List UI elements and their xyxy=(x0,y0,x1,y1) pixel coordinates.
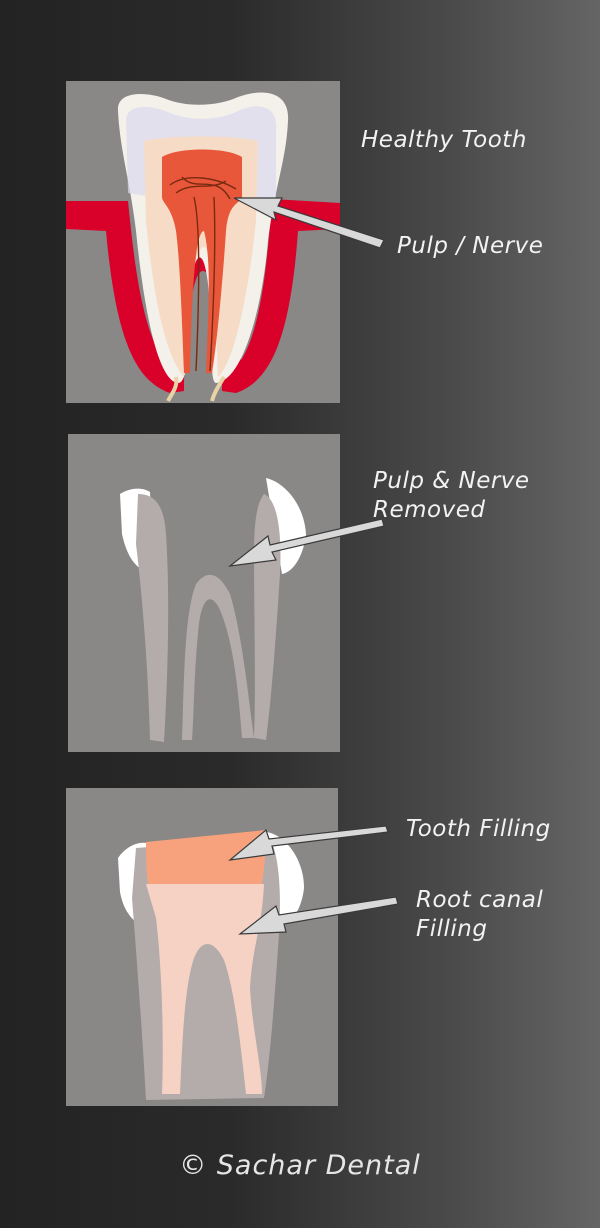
arrow-canal-filling-icon xyxy=(238,896,399,935)
nerve-end-left xyxy=(166,376,179,402)
arrow-pulp-icon xyxy=(233,197,385,249)
label-healthy-tooth: Healthy Tooth xyxy=(361,127,527,153)
filled-tooth-illustration xyxy=(118,830,304,1100)
pulp xyxy=(162,149,242,373)
arrow-tooth-filling-icon xyxy=(228,825,389,861)
nerve-fibers xyxy=(169,176,237,372)
copyright-text: © Sachar Dental xyxy=(179,1150,421,1181)
label-root-canal-filling: Root canal Filling xyxy=(416,887,544,942)
dentin-left xyxy=(136,494,169,742)
enamel-right xyxy=(266,478,306,574)
nerve-end-right xyxy=(210,375,226,402)
label-pulp-nerve: Pulp / Nerve xyxy=(397,233,544,259)
tooth-filling xyxy=(146,830,266,884)
filled-tooth-panel xyxy=(66,788,338,1106)
gum xyxy=(66,201,184,393)
gum-right xyxy=(222,199,340,393)
root-canal-filling xyxy=(146,884,264,1094)
arrow-removed-icon xyxy=(227,518,385,567)
healthy-tooth-illustration xyxy=(66,92,340,402)
label-tooth-filling: Tooth Filling xyxy=(406,816,551,842)
label-pulp-removed: Pulp & Nerve Removed xyxy=(373,468,530,523)
dentin-center xyxy=(182,574,254,740)
healthy-tooth-panel xyxy=(66,81,340,403)
